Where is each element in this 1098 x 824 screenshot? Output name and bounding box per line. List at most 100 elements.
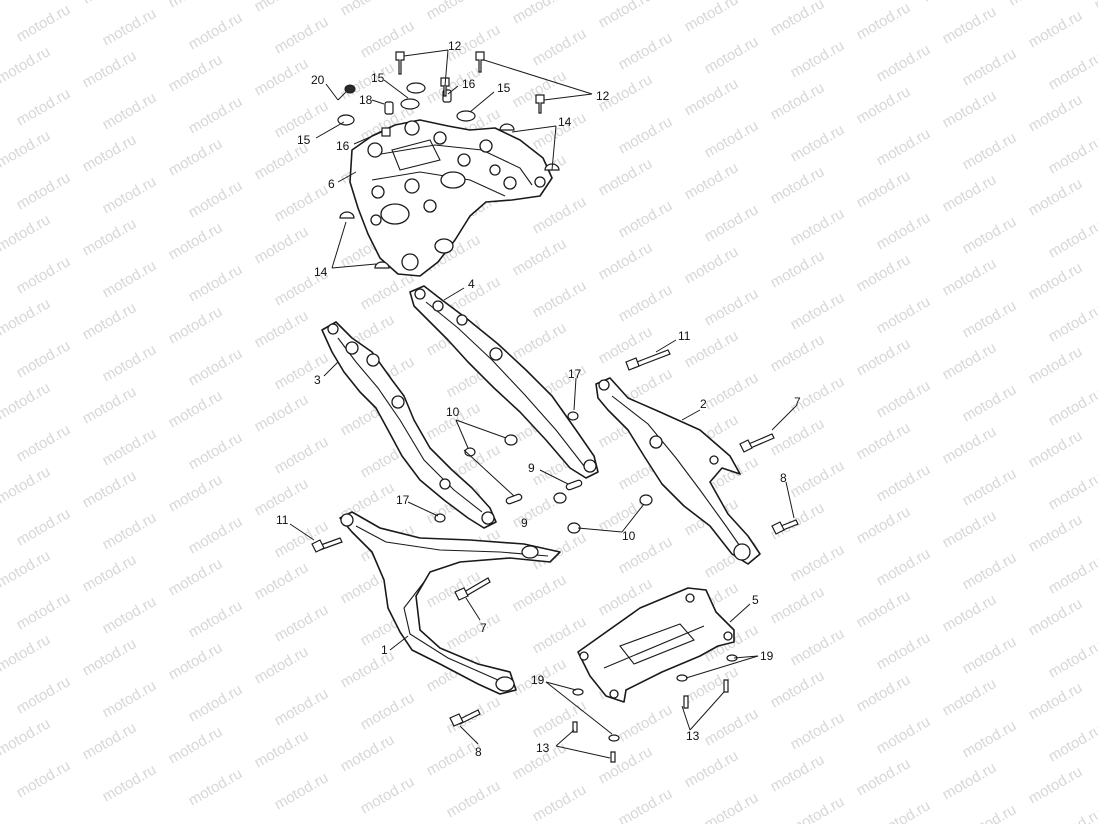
watermark-text: motod.ru: [80, 635, 140, 679]
watermark-text: motod.ru: [166, 555, 226, 599]
fasteners: [311, 349, 799, 763]
watermark-text: motod.ru: [0, 211, 53, 255]
callout-12-top: 12: [448, 39, 462, 53]
part-2-right-arm: [595, 377, 761, 565]
watermark-text: motod.ru: [80, 383, 140, 427]
watermark-text: motod.ru: [1026, 259, 1086, 303]
watermark-text: motod.ru: [14, 757, 74, 801]
watermark-text: motod.ru: [682, 75, 742, 119]
watermark-text: motod.ru: [358, 773, 418, 817]
watermark-text: motod.ru: [960, 801, 1020, 824]
watermark-text: motod.ru: [80, 551, 140, 595]
watermark-text: motod.ru: [768, 163, 828, 207]
watermark-text: motod.ru: [1026, 511, 1086, 555]
watermark-text: motod.ru: [1026, 343, 1086, 387]
watermark-text: motod.ru: [100, 5, 160, 49]
watermark-text: motod.ru: [252, 727, 312, 771]
watermark-text: motod.ru: [530, 781, 590, 824]
watermark-text: motod.ru: [444, 609, 504, 653]
callout-19-left: 19: [531, 673, 545, 687]
watermark-text: motod.ru: [1046, 721, 1098, 765]
callout-19-right: 19: [760, 649, 774, 663]
callout-9-lower: 9: [521, 516, 528, 530]
watermark-text: motod.ru: [1026, 595, 1086, 639]
watermark-text: motod.ru: [596, 239, 656, 283]
watermark-text: motod.ru: [874, 377, 934, 421]
leader-lines: [289, 49, 797, 759]
watermark-text: motod.ru: [166, 51, 226, 95]
watermark-text: motod.ru: [272, 181, 332, 225]
watermark-text: motod.ru: [0, 295, 53, 339]
watermark-text: motod.ru: [166, 303, 226, 347]
callout-5: 5: [752, 593, 759, 607]
watermark-text: motod.ru: [166, 387, 226, 431]
watermark-text: motod.ru: [186, 597, 246, 641]
callout-15-right: 15: [497, 81, 511, 95]
watermark-text: motod.ru: [702, 33, 762, 77]
watermark-text: motod.ru: [100, 89, 160, 133]
watermark-text: motod.ru: [768, 0, 828, 39]
watermark-text: motod.ru: [80, 47, 140, 91]
callout-20: 20: [311, 73, 325, 87]
watermark-text: motod.ru: [0, 631, 53, 675]
watermark-text: motod.ru: [682, 243, 742, 287]
callout-10-upper: 10: [446, 405, 460, 419]
watermark-text: motod.ru: [1046, 637, 1098, 681]
watermark-text: motod.ru: [960, 549, 1020, 593]
watermark-text: motod.ru: [1046, 133, 1098, 177]
watermark-text: motod.ru: [14, 673, 74, 717]
watermark-text: motod.ru: [252, 391, 312, 435]
watermark-text: motod.ru: [616, 785, 676, 824]
watermark-text: motod.ru: [702, 117, 762, 161]
watermark-text: motod.ru: [682, 0, 742, 35]
watermark-text: motod.ru: [530, 25, 590, 69]
watermark-text: motod.ru: [768, 583, 828, 627]
watermark-text: motod.ru: [100, 257, 160, 301]
watermark-text: motod.ru: [940, 675, 1000, 719]
watermark-text: motod.ru: [616, 29, 676, 73]
watermark-text: motod.ru: [788, 793, 848, 824]
callout-9-upper: 9: [528, 461, 535, 475]
watermark-text: motod.ru: [252, 0, 312, 15]
watermark-text: motod.ru: [186, 765, 246, 809]
watermark-text: motod.ru: [186, 681, 246, 725]
watermark-text: motod.ru: [444, 777, 504, 821]
watermark-text: motod.ru: [616, 197, 676, 241]
watermark-text: motod.ru: [252, 55, 312, 99]
watermark-text: motod.ru: [702, 789, 762, 824]
watermark-text: motod.ru: [854, 83, 914, 127]
watermark-text: motod.ru: [788, 205, 848, 249]
callout-1: 1: [381, 643, 388, 657]
watermark-text: motod.ru: [874, 545, 934, 589]
watermark-text: motod.ru: [530, 277, 590, 321]
watermark-text: motod.ru: [768, 79, 828, 123]
watermark-text: motod.ru: [424, 0, 484, 23]
callout-2: 2: [700, 397, 707, 411]
watermark-text: motod.ru: [272, 685, 332, 729]
watermark-text: motod.ru: [788, 541, 848, 585]
watermark-text: motod.ru: [616, 281, 676, 325]
callout-17-left: 17: [396, 493, 410, 507]
watermark-text: motod.ru: [0, 379, 53, 423]
watermark-text: motod.ru: [358, 269, 418, 313]
watermark-text: motod.ru: [0, 43, 53, 87]
watermark-text: motod.ru: [854, 251, 914, 295]
watermark-text: motod.ru: [768, 667, 828, 711]
watermark-text: motod.ru: [358, 17, 418, 61]
callout-12-right: 12: [596, 89, 610, 103]
watermark-text: motod.ru: [702, 201, 762, 245]
watermark-text: motod.ru: [1006, 0, 1066, 9]
watermark-text: motod.ru: [788, 457, 848, 501]
callout-11-right: 11: [678, 329, 691, 343]
watermark-text: motod.ru: [702, 369, 762, 413]
watermark-text: motod.ru: [854, 503, 914, 547]
watermark-text: motod.ru: [960, 633, 1020, 677]
watermark-text: motod.ru: [530, 193, 590, 237]
watermark-text: motod.ru: [788, 121, 848, 165]
watermark-text: motod.ru: [100, 593, 160, 637]
watermark-text: motod.ru: [1046, 301, 1098, 345]
watermark-text: motod.ru: [940, 591, 1000, 635]
watermark-text: motod.ru: [338, 647, 398, 691]
watermark-text: motod.ru: [874, 713, 934, 757]
